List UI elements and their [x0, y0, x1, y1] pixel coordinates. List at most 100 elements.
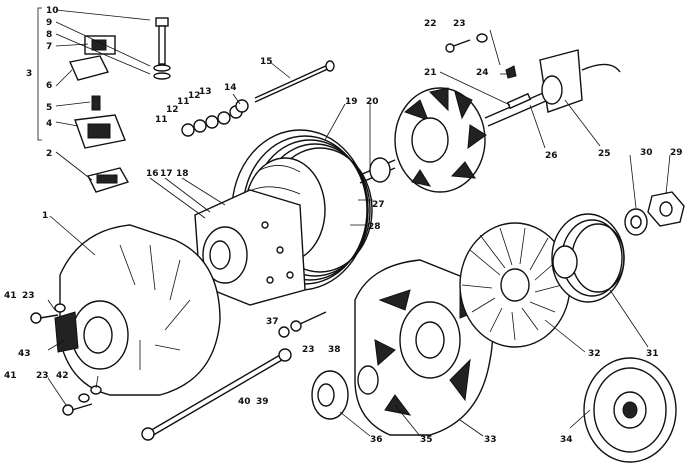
washer-23b — [78, 393, 90, 403]
through-bolt-40 — [141, 348, 292, 441]
housing-1-vents — [104, 244, 191, 370]
callout-23a: 23 — [453, 19, 466, 29]
washer-12 — [193, 119, 207, 133]
plate-hole-3 — [266, 276, 274, 284]
bracket-3 — [37, 7, 42, 141]
callout-31: 31 — [646, 349, 659, 359]
callout-9: 9 — [46, 18, 52, 28]
callout-5: 5 — [46, 103, 52, 113]
bolt-shaft-15 — [254, 63, 331, 99]
washer-23c — [290, 320, 302, 332]
callout-14: 14 — [224, 83, 237, 93]
callout-28: 28 — [368, 222, 381, 232]
callout-23b: 23 — [22, 291, 35, 301]
drive-end-housing-33 — [354, 259, 494, 436]
callout-41b: 41 — [4, 371, 17, 381]
callout-2: 2 — [46, 149, 52, 159]
washer-23 — [476, 33, 488, 43]
screw-41a-head — [30, 312, 42, 324]
callout-38: 38 — [328, 345, 341, 355]
rotor — [359, 49, 621, 193]
callout-22: 22 — [424, 19, 437, 29]
fan-32 — [459, 222, 571, 348]
terminal-nuts-washers — [181, 99, 249, 137]
bearing-bore — [209, 240, 231, 270]
callout-labels: 10 9 8 7 3 6 5 4 2 1 15 11 12 11 12 13 1… — [4, 6, 683, 445]
bearing-36-inner — [317, 383, 335, 407]
callout-37: 37 — [266, 317, 279, 327]
screw-10-washers — [153, 17, 171, 80]
pulley-34-groove — [593, 367, 667, 453]
key-21 — [506, 92, 532, 110]
callout-3: 3 — [26, 69, 32, 79]
washer-23a — [54, 303, 66, 313]
callout-1: 1 — [42, 211, 48, 221]
nut-washer-29-30 — [624, 191, 685, 236]
screw-22-head — [445, 43, 455, 53]
callout-40: 40 — [238, 397, 251, 407]
callout-8: 8 — [46, 30, 52, 40]
brush-holder-assembly — [37, 7, 130, 193]
rotor-claw-poles — [403, 87, 487, 187]
rotation-arrow — [581, 63, 621, 73]
brush-holder-plate — [69, 55, 110, 81]
plate-hole-1 — [261, 221, 269, 229]
callout-11b: 11 — [177, 97, 190, 107]
callout-26: 26 — [545, 151, 558, 161]
callout-42: 42 — [56, 371, 69, 381]
callout-23c: 23 — [302, 345, 315, 355]
callout-4: 4 — [46, 119, 52, 129]
rotor-shaft-d — [487, 97, 554, 127]
key-24 — [505, 65, 517, 79]
callout-16: 16 — [146, 169, 159, 179]
washer-11 — [205, 115, 219, 129]
callout-12a: 12 — [166, 105, 179, 115]
callout-10: 10 — [46, 6, 59, 16]
washer-12b — [217, 111, 231, 125]
callout-32: 32 — [588, 349, 601, 359]
screw-38-group — [278, 311, 327, 338]
regulator-core — [87, 123, 111, 139]
screw-22-group — [445, 33, 517, 79]
callout-35: 35 — [420, 435, 433, 445]
pulley-31 — [551, 213, 625, 303]
callout-23d: 23 — [36, 371, 49, 381]
screw-head-10 — [155, 17, 169, 27]
callout-30: 30 — [640, 148, 653, 158]
brush-5 — [91, 95, 101, 111]
callout-19: 19 — [345, 97, 358, 107]
nut-11 — [181, 123, 195, 137]
housing-1-bore — [83, 316, 113, 354]
washer-8 — [153, 72, 171, 80]
cover-window — [96, 174, 118, 184]
callout-7: 7 — [46, 42, 52, 52]
callout-13: 13 — [199, 87, 212, 97]
pulley-31-hub — [552, 245, 578, 279]
leader-lines — [47, 9, 671, 437]
screw-41a-shank — [39, 314, 59, 319]
washer-30 — [624, 208, 648, 236]
fan-hub — [500, 268, 530, 302]
rear-cover-1 — [54, 224, 221, 396]
washer-37 — [278, 326, 290, 338]
callout-18: 18 — [176, 169, 189, 179]
pulley-34-bore — [622, 401, 638, 419]
through-bolt-15 — [254, 60, 335, 103]
callout-34: 34 — [560, 435, 573, 445]
slip-ring-27 — [369, 157, 391, 183]
callout-11a: 11 — [155, 115, 168, 125]
pulley-34 — [583, 357, 677, 463]
bolt-head-15 — [325, 60, 335, 72]
callout-15: 15 — [260, 57, 273, 67]
terminal-block-43 — [54, 311, 79, 353]
rotor-hub — [411, 117, 449, 163]
nut-29-hole — [659, 201, 673, 217]
screw-41b-head — [62, 404, 74, 416]
callout-36: 36 — [370, 435, 383, 445]
bolt-40-shaft-b — [149, 359, 283, 438]
screw-38 — [299, 311, 327, 325]
screws-41 — [30, 303, 102, 416]
stator-windings — [249, 165, 301, 245]
bearing-26 — [541, 75, 563, 105]
